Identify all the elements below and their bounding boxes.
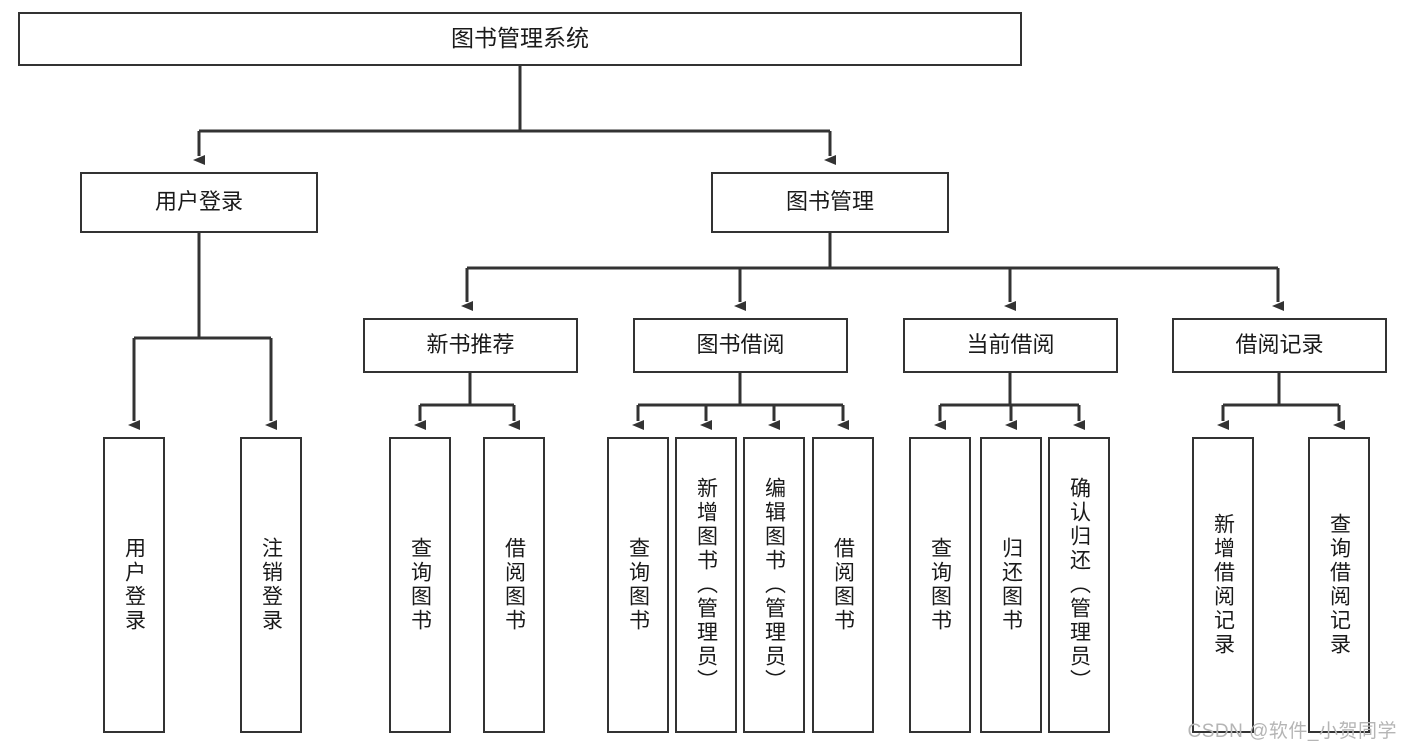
node-leaf-return-book-label: 归还图书 <box>999 537 1023 633</box>
node-leaf-edit-book-admin[interactable]: 编辑图书（管理员） <box>743 437 805 733</box>
node-leaf-logout-login-label: 注销登录 <box>259 537 283 633</box>
node-leaf-user-login-label: 用户登录 <box>122 537 146 633</box>
node-leaf-add-book-admin[interactable]: 新增图书（管理员） <box>675 437 737 733</box>
node-user-login-label: 用户登录 <box>154 189 243 215</box>
node-leaf-query-book-2[interactable]: 查询图书 <box>607 437 669 733</box>
node-book-borrow-label: 图书借阅 <box>696 332 785 358</box>
node-leaf-borrow-book-1-label: 借阅图书 <box>502 537 526 633</box>
node-borrow-record[interactable]: 借阅记录 <box>1172 318 1387 373</box>
node-new-book-recommend-label: 新书推荐 <box>426 332 515 358</box>
node-current-borrow[interactable]: 当前借阅 <box>903 318 1118 373</box>
node-leaf-add-borrow-record-label: 新增借阅记录 <box>1211 513 1235 657</box>
node-root[interactable]: 图书管理系统 <box>18 12 1022 66</box>
watermark-text: CSDN @软件_小贺同学 <box>1187 721 1397 742</box>
node-leaf-edit-book-admin-label: 编辑图书（管理员） <box>762 477 786 693</box>
node-new-book-recommend[interactable]: 新书推荐 <box>363 318 578 373</box>
book-borrow-connectors <box>632 373 849 430</box>
node-user-login[interactable]: 用户登录 <box>80 172 318 233</box>
book-manage-connectors <box>461 233 1284 311</box>
node-leaf-query-book-3[interactable]: 查询图书 <box>909 437 971 733</box>
node-leaf-user-login[interactable]: 用户登录 <box>103 437 165 733</box>
node-leaf-confirm-return-admin[interactable]: 确认归还（管理员） <box>1048 437 1110 733</box>
node-leaf-query-borrow-record-label: 查询借阅记录 <box>1327 513 1351 657</box>
node-current-borrow-label: 当前借阅 <box>966 332 1055 358</box>
root-connectors <box>193 66 836 165</box>
user-login-connectors <box>128 233 277 430</box>
new-book-recommend-connectors <box>414 373 520 430</box>
node-leaf-query-book-3-label: 查询图书 <box>928 537 952 633</box>
node-leaf-return-book[interactable]: 归还图书 <box>980 437 1042 733</box>
node-leaf-query-book-2-label: 查询图书 <box>626 537 650 633</box>
node-leaf-add-book-admin-label: 新增图书（管理员） <box>694 477 718 693</box>
node-leaf-borrow-book-2-label: 借阅图书 <box>831 537 855 633</box>
node-leaf-query-book-1-label: 查询图书 <box>408 537 432 633</box>
node-leaf-query-book-1[interactable]: 查询图书 <box>389 437 451 733</box>
node-leaf-logout-login[interactable]: 注销登录 <box>240 437 302 733</box>
node-leaf-borrow-book-2[interactable]: 借阅图书 <box>812 437 874 733</box>
node-book-manage[interactable]: 图书管理 <box>711 172 949 233</box>
node-leaf-confirm-return-admin-label: 确认归还（管理员） <box>1067 477 1091 693</box>
node-leaf-add-borrow-record[interactable]: 新增借阅记录 <box>1192 437 1254 733</box>
node-leaf-query-borrow-record[interactable]: 查询借阅记录 <box>1308 437 1370 733</box>
node-leaf-borrow-book-1[interactable]: 借阅图书 <box>483 437 545 733</box>
borrow-record-connectors <box>1217 373 1345 430</box>
node-borrow-record-label: 借阅记录 <box>1235 332 1324 358</box>
node-book-manage-label: 图书管理 <box>785 189 874 215</box>
node-book-borrow[interactable]: 图书借阅 <box>633 318 848 373</box>
current-borrow-connectors <box>934 373 1085 430</box>
node-root-label: 图书管理系统 <box>451 25 589 52</box>
